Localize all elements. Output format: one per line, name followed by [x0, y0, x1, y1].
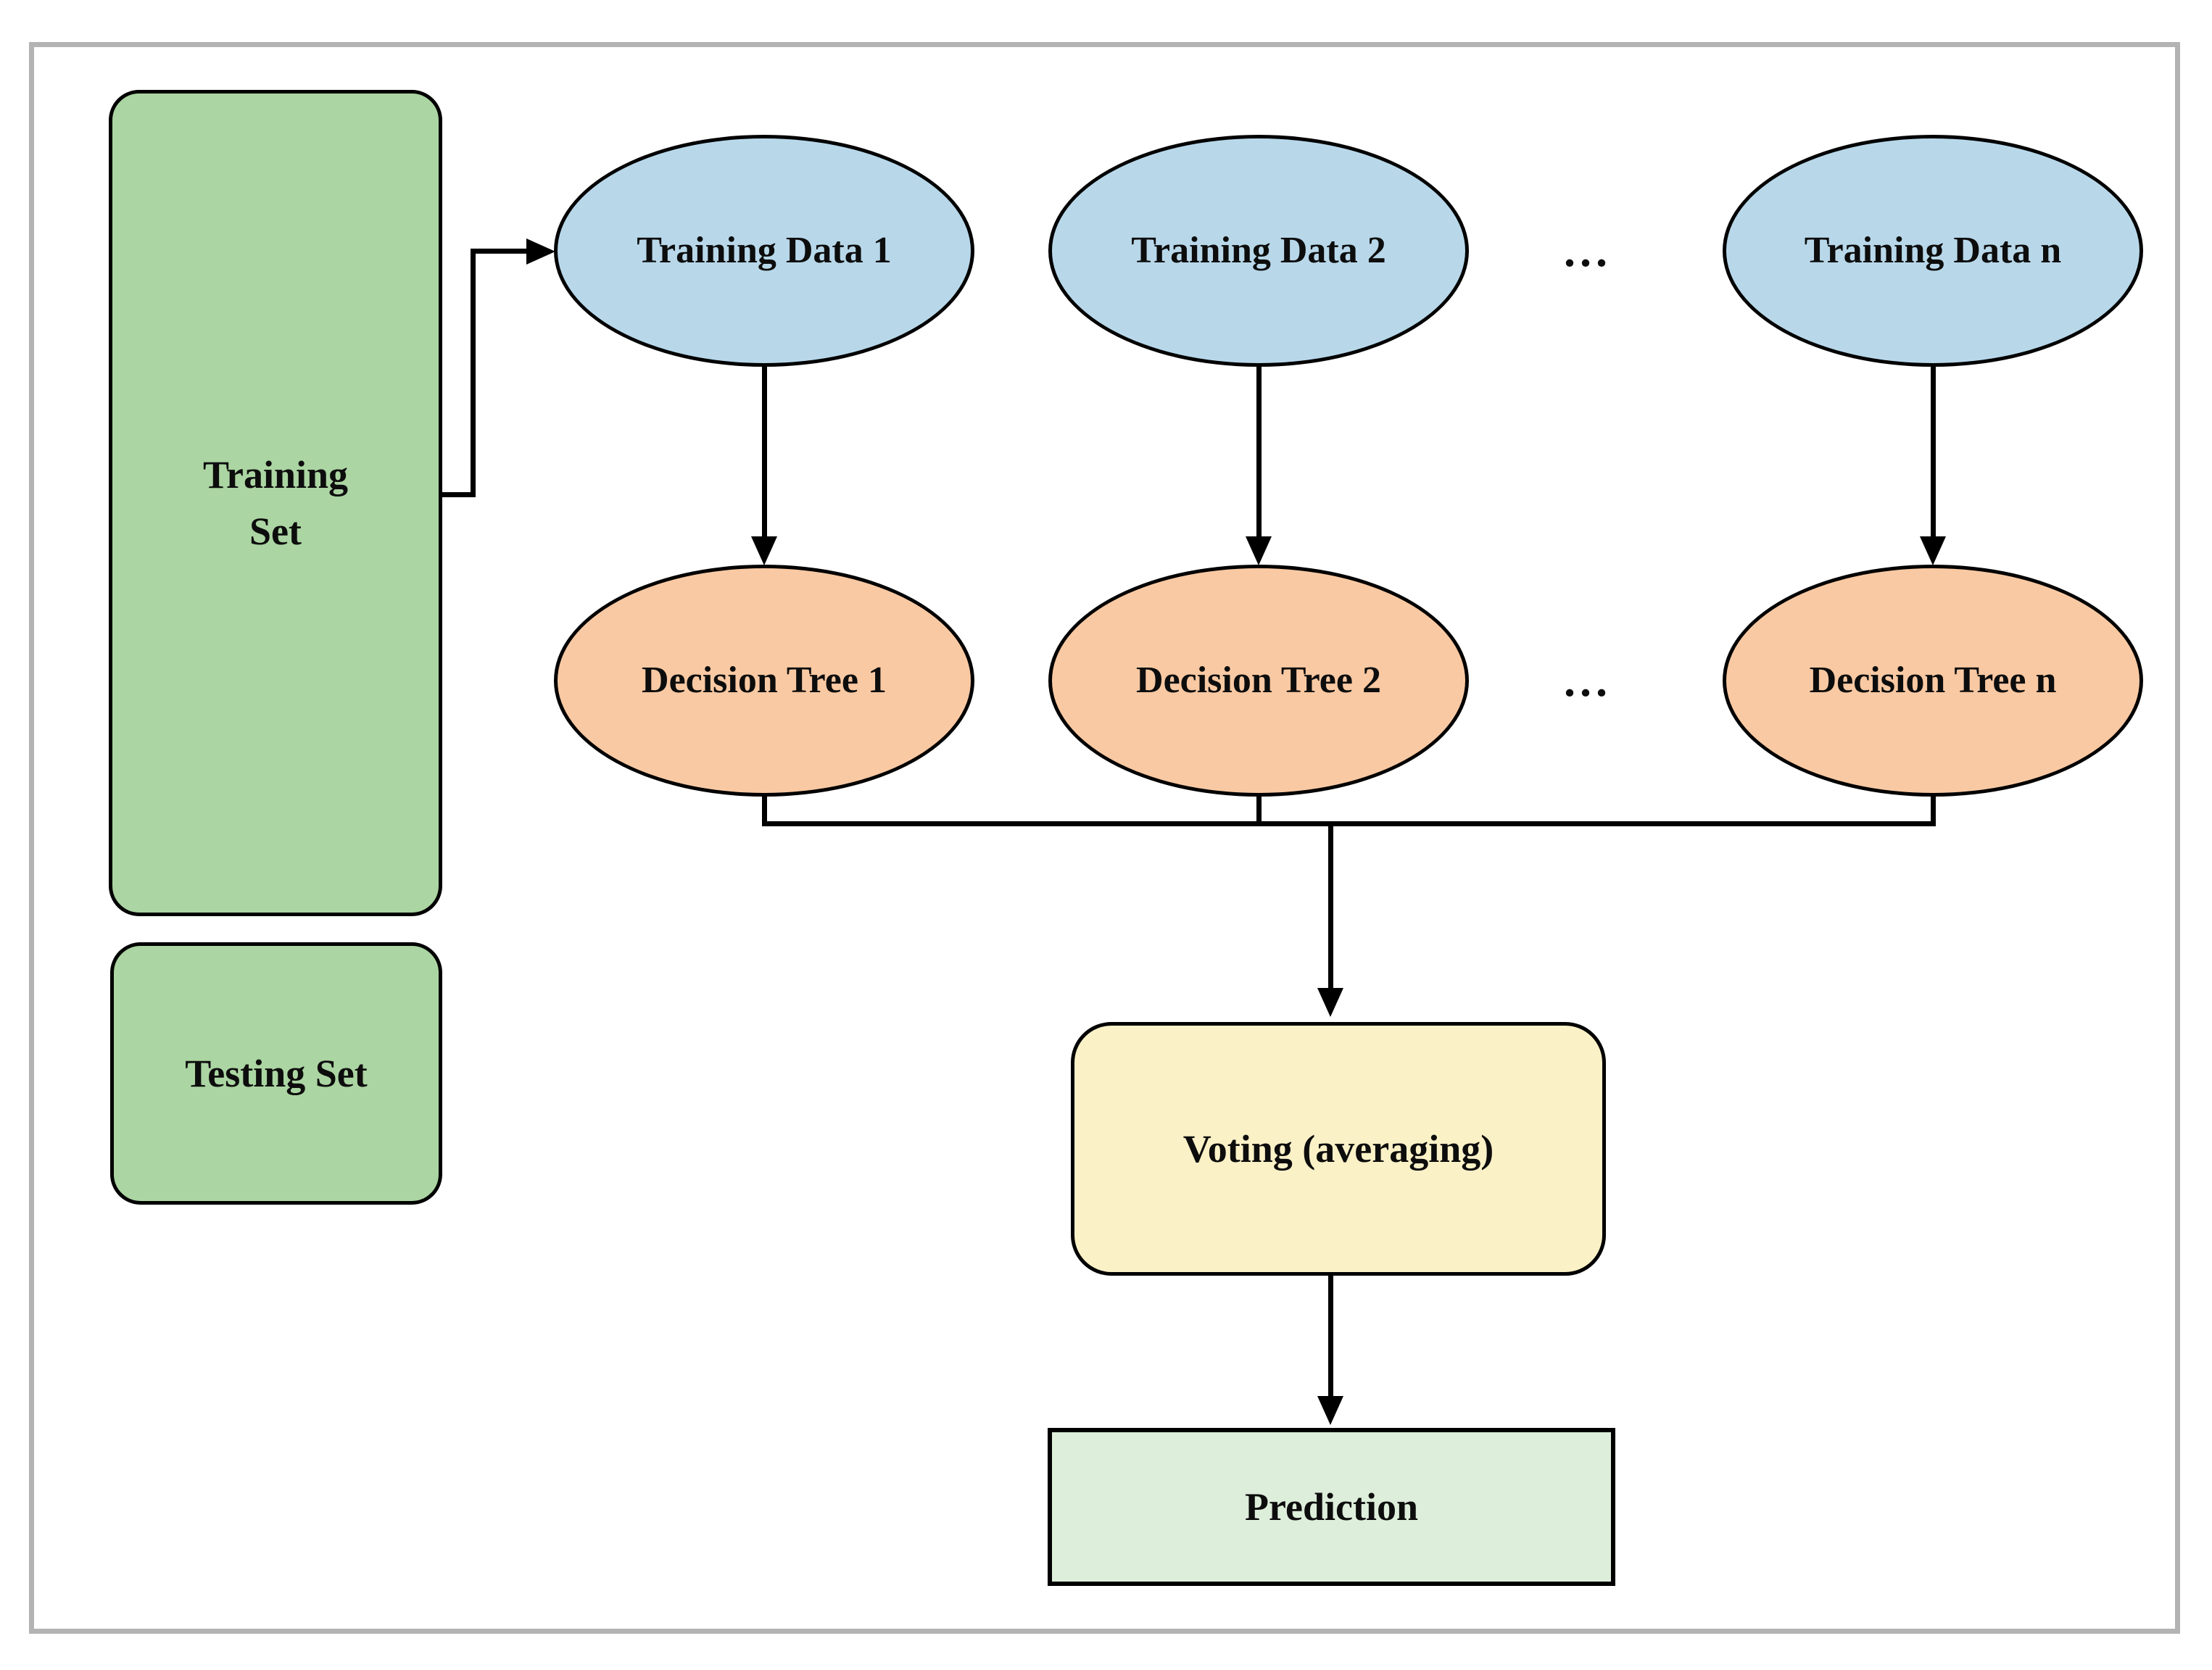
arrowhead [1317, 1396, 1343, 1425]
line-segment [1328, 821, 1333, 991]
line-segment [471, 249, 476, 497]
decision-tree-1-label: Decision Tree 1 [642, 660, 887, 702]
ellipsis-training-data: ... [1564, 225, 1612, 276]
decision-tree-2-label: Decision Tree 2 [1136, 660, 1381, 702]
line-segment [1931, 367, 1936, 536]
training-data-n-ellipse: Training Data n [1723, 135, 2143, 367]
testing-set-label: Testing Set [185, 1051, 368, 1095]
line-segment [442, 492, 476, 497]
line-segment [762, 367, 767, 536]
line-segment [471, 249, 526, 254]
training-data-2-ellipse: Training Data 2 [1048, 135, 1469, 367]
line-segment [1256, 367, 1262, 536]
arrowhead [1317, 988, 1343, 1017]
voting-box: Voting (averaging) [1071, 1022, 1606, 1276]
testing-set-box: Testing Set [110, 942, 442, 1205]
training-data-n-label: Training Data n [1804, 230, 2062, 272]
training-data-2-label: Training Data 2 [1131, 230, 1386, 272]
decision-tree-n-ellipse: Decision Tree n [1723, 565, 2143, 797]
prediction-label: Prediction [1245, 1484, 1418, 1529]
decision-tree-2-ellipse: Decision Tree 2 [1048, 565, 1469, 797]
ellipsis-decision-trees: ... [1564, 655, 1612, 706]
arrowhead [751, 536, 777, 565]
line-segment [762, 821, 1936, 826]
arrowhead [1920, 536, 1946, 565]
decision-tree-n-label: Decision Tree n [1809, 660, 2057, 702]
training-data-1-ellipse: Training Data 1 [554, 135, 974, 367]
training-set-box: Training Set [109, 90, 442, 916]
training-data-1-label: Training Data 1 [637, 230, 892, 272]
line-segment [1328, 1276, 1333, 1400]
line-segment [1931, 794, 1936, 826]
voting-label: Voting (averaging) [1182, 1126, 1494, 1171]
training-set-label: Training Set [202, 452, 349, 553]
line-segment [1256, 794, 1262, 826]
line-segment [762, 794, 767, 826]
prediction-box: Prediction [1048, 1428, 1615, 1586]
arrowhead [526, 238, 555, 265]
decision-tree-1-ellipse: Decision Tree 1 [554, 565, 974, 797]
arrowhead [1246, 536, 1272, 565]
